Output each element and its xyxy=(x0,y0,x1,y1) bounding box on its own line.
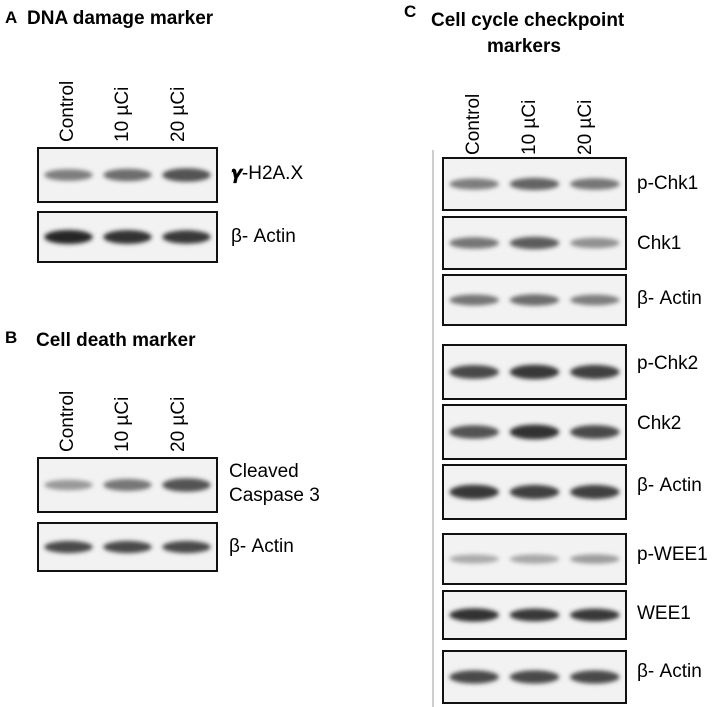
blot-h2ax xyxy=(37,147,218,203)
blot-wee1 xyxy=(442,590,627,640)
blot-c-actin-2 xyxy=(442,464,627,520)
label-c-actin-1: β- Actin xyxy=(637,288,702,309)
panel-c-title-line2: markers xyxy=(487,36,561,57)
blot-band xyxy=(449,484,499,500)
blot-pchk2 xyxy=(442,344,627,400)
blot-band xyxy=(509,294,560,306)
label-cleaved-line2: Caspase 3 xyxy=(229,485,320,506)
panel-c-letter: C xyxy=(404,2,417,21)
blot-band xyxy=(570,364,620,380)
label-pchk2: p-Chk2 xyxy=(637,353,699,374)
blot-band xyxy=(449,365,499,379)
blot-band xyxy=(103,230,152,244)
blot-band xyxy=(509,484,560,500)
blot-band xyxy=(44,540,93,554)
blot-band xyxy=(162,478,211,492)
label-chk2: Chk2 xyxy=(637,413,682,434)
label-b-actin: β- Actin xyxy=(229,536,294,557)
blot-band xyxy=(570,294,620,306)
panel-a-letter: A xyxy=(5,8,18,27)
panel-b-lane-20uci: 20 µCi xyxy=(168,396,189,452)
panel-a-title: DNA damage marker xyxy=(27,8,214,29)
panel-a-lane-10uci: 10 µCi xyxy=(112,86,133,142)
blot-a-actin xyxy=(37,211,218,263)
blot-band xyxy=(509,608,560,622)
blot-chk1 xyxy=(442,216,627,270)
blot-band xyxy=(44,169,93,181)
panel-c-lane-10uci: 10 µCi xyxy=(519,99,540,155)
blot-band xyxy=(570,425,620,439)
blot-band xyxy=(449,608,499,622)
blot-band xyxy=(570,237,620,249)
blot-image xyxy=(444,346,625,398)
blot-band xyxy=(103,540,152,554)
panel-b-title: Cell death marker xyxy=(36,330,196,351)
panel-a-lane-20uci: 20 µCi xyxy=(168,86,189,142)
label-h2ax-text: -H2A.X xyxy=(241,163,304,184)
blot-band xyxy=(509,364,560,380)
panel-c-title-line1: Cell cycle checkpoint xyxy=(431,10,625,31)
blot-band xyxy=(449,425,499,439)
panel-c-lane-20uci: 20 µCi xyxy=(575,99,596,155)
blot-band xyxy=(449,178,499,190)
label-wee1: WEE1 xyxy=(637,603,691,624)
blot-band xyxy=(509,670,560,684)
blot-cleaved-caspase3 xyxy=(37,457,218,513)
blot-c-actin-3 xyxy=(442,650,627,704)
blot-pwee1 xyxy=(442,533,627,585)
panel-b-lane-10uci: 10 µCi xyxy=(112,396,133,452)
blot-chk2 xyxy=(442,404,627,460)
label-cleaved-caspase3: Cleaved Caspase 3 xyxy=(229,460,320,508)
panel-b-letter: B xyxy=(5,328,18,347)
blot-band xyxy=(449,670,499,684)
blot-image xyxy=(444,535,625,583)
panel-a-lane-control: Control xyxy=(57,80,78,142)
blot-band xyxy=(570,608,620,622)
blot-image xyxy=(39,524,216,570)
blot-image xyxy=(444,652,625,702)
blot-band xyxy=(44,479,93,491)
blot-b-actin xyxy=(37,522,218,572)
label-chk1: Chk1 xyxy=(637,233,682,254)
blot-band xyxy=(570,178,620,190)
panel-c-edge-line xyxy=(432,150,434,707)
blot-image xyxy=(39,149,216,201)
blot-band xyxy=(449,294,499,306)
blot-image xyxy=(444,592,625,638)
blot-band xyxy=(449,554,499,564)
label-h2ax: 𝜸-H2A.X xyxy=(231,162,303,186)
blot-band xyxy=(509,177,560,191)
panel-c-lane-control: Control xyxy=(463,93,484,155)
blot-c-actin-1 xyxy=(442,274,627,326)
blot-band xyxy=(449,237,499,249)
blot-image xyxy=(444,159,625,209)
blot-image xyxy=(444,276,625,324)
blot-band xyxy=(570,484,620,500)
blot-band xyxy=(103,479,152,491)
blot-image xyxy=(444,218,625,268)
blot-band xyxy=(570,554,620,564)
label-pwee1: p-WEE1 xyxy=(637,544,708,565)
blot-pchk1 xyxy=(442,157,627,211)
label-pchk1: p-Chk1 xyxy=(637,173,699,194)
blot-band xyxy=(570,670,620,684)
blot-band xyxy=(162,230,211,244)
blot-image xyxy=(39,459,216,511)
blot-band xyxy=(509,236,560,250)
label-c-actin-3: β- Actin xyxy=(637,661,702,682)
panel-b-lane-control: Control xyxy=(57,390,78,452)
label-c-actin-2: β- Actin xyxy=(637,475,702,496)
gamma-symbol: 𝜸 xyxy=(231,163,242,184)
blot-band xyxy=(162,168,211,182)
blot-band xyxy=(162,540,211,554)
blot-band xyxy=(509,554,560,564)
blot-image xyxy=(444,406,625,458)
blot-band xyxy=(509,424,560,440)
label-cleaved-line1: Cleaved xyxy=(229,461,299,482)
blot-image xyxy=(39,213,216,261)
blot-band xyxy=(103,168,152,182)
label-a-actin: β- Actin xyxy=(231,226,296,247)
blot-image xyxy=(444,466,625,518)
blot-band xyxy=(44,229,93,245)
